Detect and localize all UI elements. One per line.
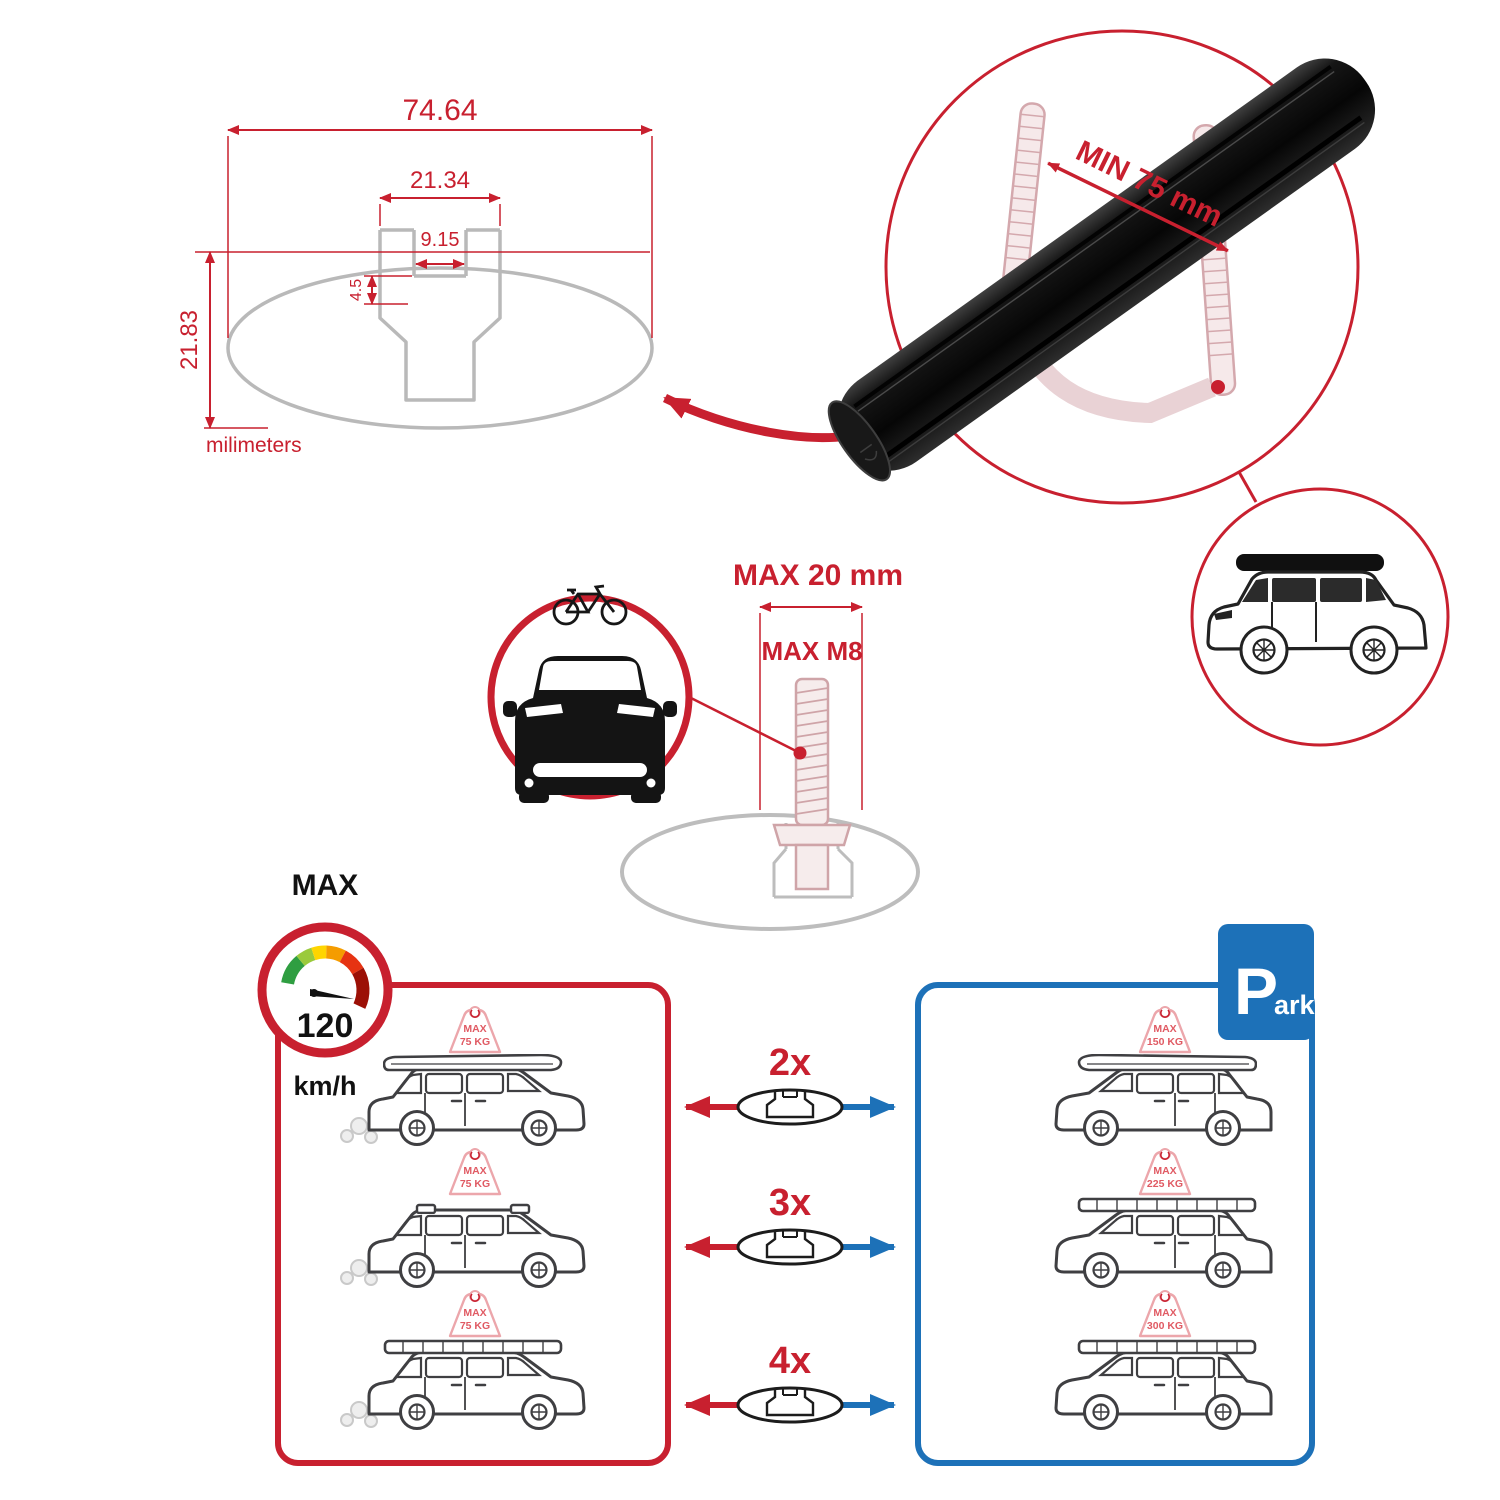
bar-count-label: 3x (769, 1182, 811, 1224)
bar-count-row-2: 3x (684, 1182, 896, 1266)
parked-car-1: MAX 150 KG (1054, 1006, 1273, 1146)
load-label: MAX (1153, 1307, 1176, 1319)
speed-unit: km/h (293, 1071, 356, 1101)
gauge-needle (310, 989, 354, 999)
dim-total-width: 74.64 (227, 94, 653, 338)
bar-count-label: 2x (769, 1042, 811, 1084)
load-label: MAX (463, 1165, 486, 1177)
speed-max-label: MAX (292, 869, 359, 902)
bar-profile-icon (736, 1088, 844, 1126)
driving-car-3: MAX 75 KG (340, 1290, 586, 1430)
park-sign: P ark (1218, 924, 1316, 1040)
load-label: MAX (463, 1023, 486, 1035)
dim-slot-inner: 9.15 (415, 229, 465, 269)
load-value: 75 KG (460, 1320, 490, 1332)
bar-count-label: 4x (769, 1340, 811, 1382)
crossbar-bar (827, 58, 1376, 482)
dim-lip-value: 4.5 (348, 279, 365, 301)
park-sign-initial: P (1234, 954, 1278, 1028)
roof-basket-icon (383, 1339, 563, 1355)
bar-profile-icon (736, 1386, 844, 1424)
bar-end-cap (827, 400, 891, 482)
bike-icon (552, 584, 628, 626)
dim-height-value: 21.83 (176, 310, 203, 370)
roof-basket-icon (1077, 1197, 1257, 1213)
bolt-diagram: MAX 20 mm MAX M8 (620, 559, 920, 931)
dim-slot-outer-value: 21.34 (410, 167, 470, 194)
bolt-icon (772, 677, 852, 891)
parked-car-2: MAX 225 KG (1054, 1148, 1273, 1288)
dim-height: 21.83 (176, 251, 268, 429)
bike-car-figure (487, 584, 693, 803)
profile-cross-section (226, 228, 654, 430)
dim-lip: 4.5 (348, 275, 412, 305)
suv-roofbox-figure (1190, 487, 1450, 747)
crossbar-render-figure: MIN 75 mm (827, 29, 1376, 505)
roof-basket-icon (1077, 1339, 1257, 1355)
connector-to-suv (1237, 471, 1258, 503)
dim-slot-inner-value: 9.15 (421, 229, 460, 251)
park-sign-rest: ark (1274, 990, 1316, 1020)
roof-box-icon (1077, 1054, 1257, 1072)
load-label: MAX (463, 1307, 486, 1319)
bar-profile-icon (736, 1228, 844, 1266)
load-label: MAX (1153, 1165, 1176, 1177)
dim-total-width-value: 74.64 (402, 94, 477, 127)
driving-car-2: MAX 75 KG (340, 1148, 586, 1288)
smoke-puffs (340, 1259, 378, 1286)
dim-slot-outer: 21.34 (379, 167, 501, 226)
speedometer-gauge (281, 945, 370, 1009)
callout-dot (1211, 380, 1225, 394)
load-value: 75 KG (460, 1178, 490, 1190)
load-comparison-panel: P ark 2x 3x 4x MAX 75 KG (275, 924, 1316, 1466)
bolt-length-label: MAX 20 mm (733, 559, 903, 592)
unit-label: milimeters (206, 434, 302, 457)
load-value: 300 KG (1147, 1320, 1183, 1332)
bar-count-row-3: 4x (684, 1340, 896, 1424)
connector-from-bike-circle (688, 695, 801, 755)
driving-car-1: MAX 75 KG (340, 1006, 586, 1146)
smoke-puffs (340, 1117, 378, 1144)
load-value: 225 KG (1147, 1178, 1183, 1190)
load-label: MAX (1153, 1023, 1176, 1035)
suv-roofbox-icon (1206, 554, 1428, 675)
load-value: 75 KG (460, 1036, 490, 1048)
parked-car-3: MAX 300 KG (1054, 1290, 1273, 1430)
bolt-thread-label: MAX M8 (761, 636, 862, 666)
dim-bolt-length: MAX 20 mm MAX M8 (733, 559, 903, 810)
load-value: 150 KG (1147, 1036, 1183, 1048)
car-front-icon (503, 656, 677, 803)
bar-count-row-1: 2x (684, 1042, 896, 1126)
shared-defs (0, 0, 1, 1)
profile-dimension-drawing: 74.64 21.34 9.15 4.5 21.83 milimeters (176, 94, 654, 457)
callout-dot (793, 746, 807, 760)
speed-limit-figure: MAX 120 km/h (257, 869, 393, 1101)
speedometer-icon (257, 922, 393, 1058)
zoom-circle (884, 29, 1360, 505)
speed-value: 120 (297, 1007, 354, 1045)
